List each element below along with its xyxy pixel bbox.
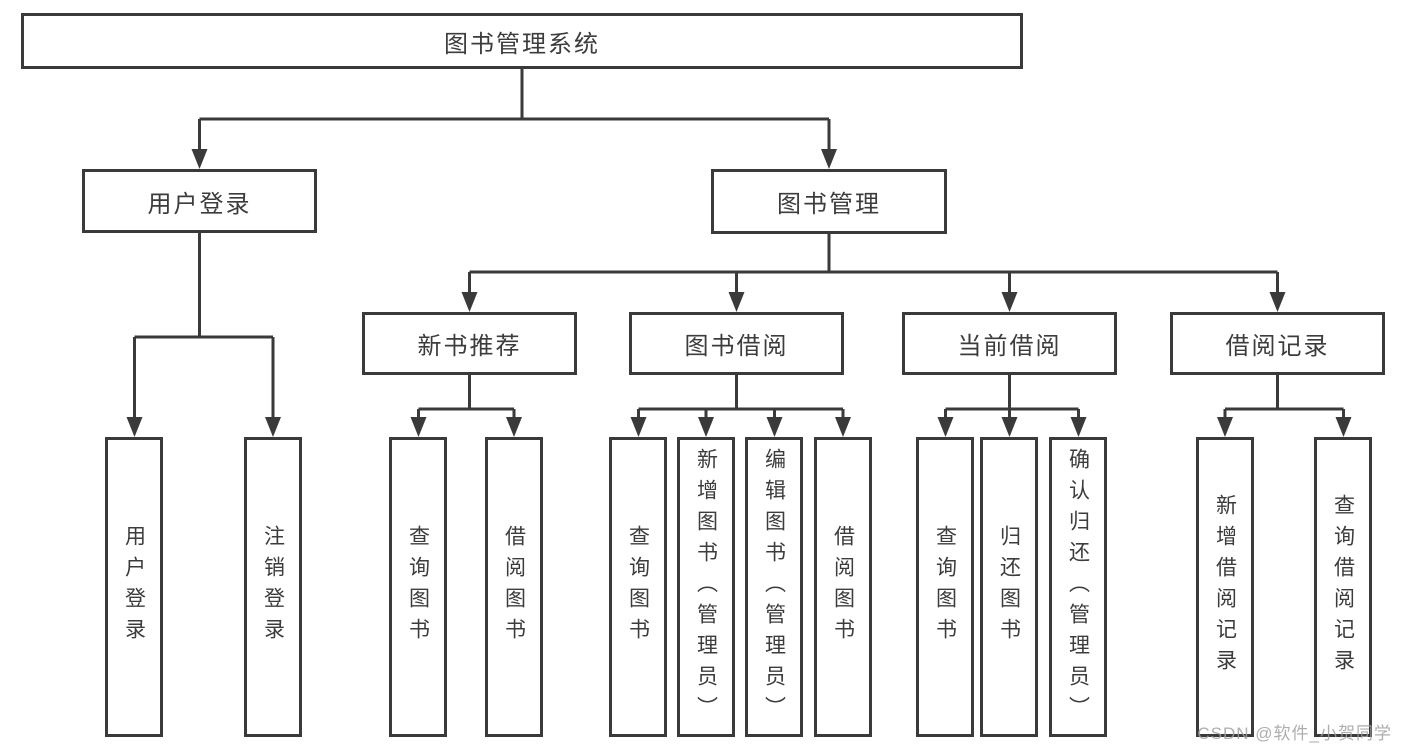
leaf-query-books-borrow: 查询图书 [609,437,667,737]
leaf-query-books-recommend: 查询图书 [389,437,447,737]
node-borrow-records: 借阅记录 [1170,312,1385,375]
leaf-add-books-admin: 新增图书（管理员） [677,437,735,737]
node-book-management: 图书管理 [711,169,947,234]
leaf-user-login: 用户登录 [105,437,163,737]
leaf-add-borrow-record: 新增借阅记录 [1196,437,1254,737]
watermark: CSDN @软件_小贺同学 [1197,724,1392,743]
node-current-borrow: 当前借阅 [902,312,1117,375]
leaf-borrow-books: 借阅图书 [814,437,872,737]
leaf-query-borrow-record: 查询借阅记录 [1314,437,1372,737]
node-library-management-system: 图书管理系统 [21,13,1023,69]
leaf-borrow-books-recommend: 借阅图书 [485,437,543,737]
node-user-login: 用户登录 [82,169,317,233]
leaf-confirm-return-admin: 确认归还（管理员） [1049,437,1107,737]
node-new-book-recommend: 新书推荐 [362,312,577,375]
node-book-borrow: 图书借阅 [629,312,844,375]
leaf-logout: 注销登录 [244,437,302,737]
leaf-return-books: 归还图书 [980,437,1038,737]
leaf-query-books-current: 查询图书 [916,437,974,737]
leaf-edit-books-admin: 编辑图书（管理员） [745,437,803,737]
